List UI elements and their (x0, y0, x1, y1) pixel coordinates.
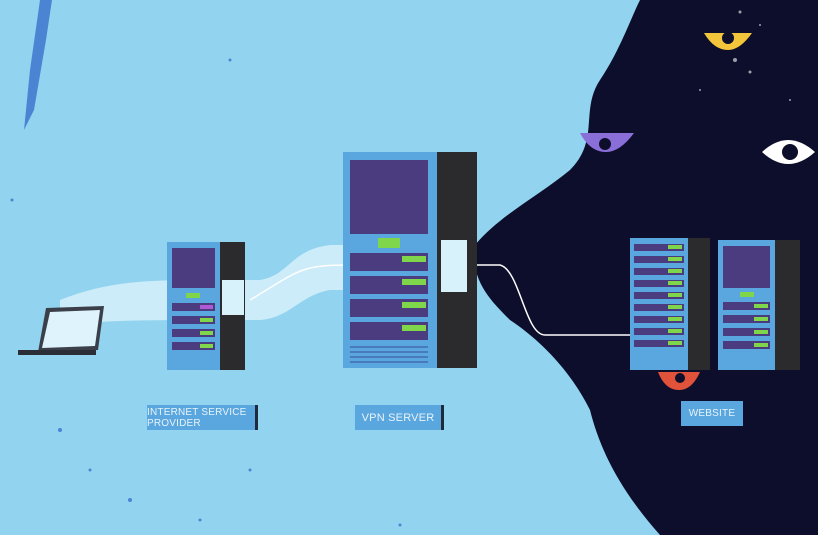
eye-icon (580, 133, 634, 152)
vpn-server (343, 152, 477, 368)
isp-label: INTERNET SERVICE PROVIDER (147, 405, 258, 430)
eye-icon (704, 32, 752, 50)
eye-icon (762, 140, 815, 164)
laptop-icon (18, 306, 104, 355)
isp-server (167, 242, 245, 370)
stars (699, 10, 791, 101)
website-server-1 (630, 238, 710, 370)
speckle-texture (10, 0, 402, 527)
website-server-2 (718, 240, 800, 370)
vpn-tunnel-line (249, 264, 632, 336)
website-label: WEBSITE (681, 401, 743, 426)
eye-icon (658, 372, 700, 390)
vpn-server-label: VPN SERVER (355, 405, 444, 430)
